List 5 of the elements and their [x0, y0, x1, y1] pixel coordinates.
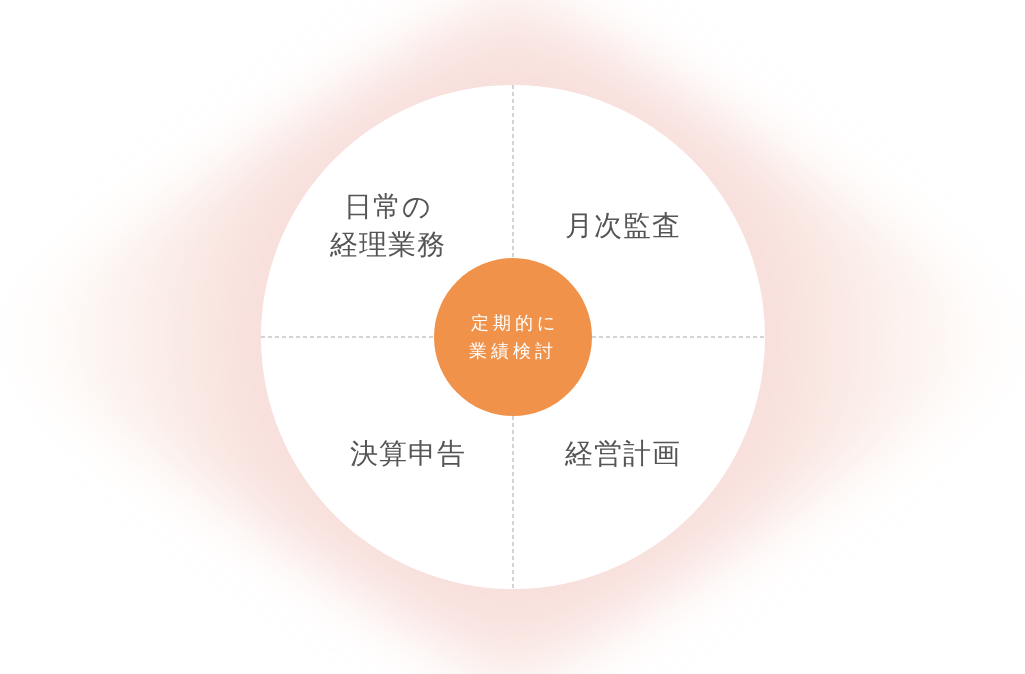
quadrant-label: 日常の経理業務 — [330, 188, 446, 264]
quadrant-label: 経営計画 — [565, 435, 681, 473]
quadrant-label: 月次監査 — [565, 207, 681, 245]
quadrant-label: 決算申告 — [350, 435, 466, 473]
circle-label: 定期的に業績検討 — [468, 311, 559, 363]
